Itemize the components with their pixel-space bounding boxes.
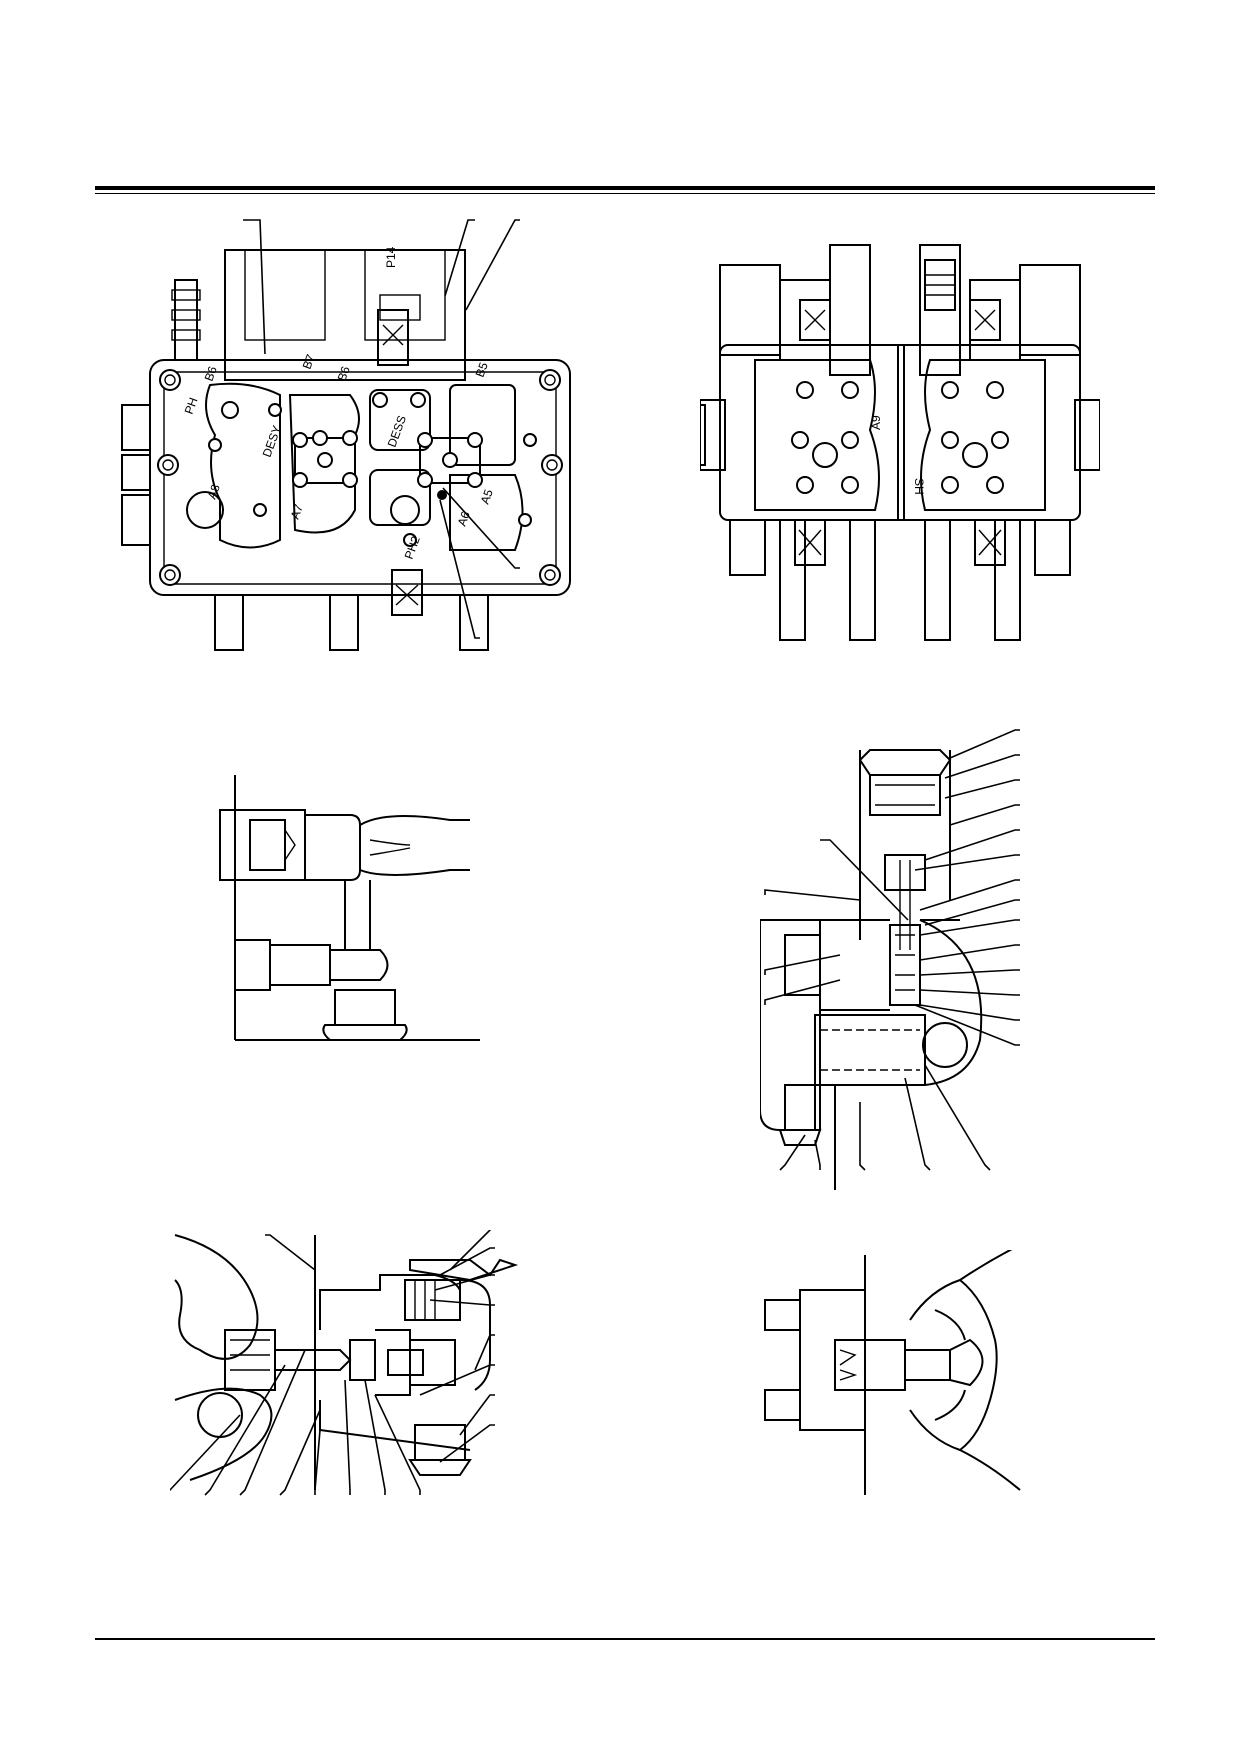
port-label-ph: PH	[182, 396, 201, 416]
port-label-a7: A7	[288, 502, 306, 521]
leader-line	[814, 1139, 821, 1170]
leader-line	[474, 1334, 495, 1371]
leader-line	[459, 1394, 495, 1436]
check-valve-section	[170, 1230, 560, 1500]
leader-line	[364, 1379, 386, 1495]
control-valve-side-view: A9 SH	[700, 230, 1100, 650]
pipe-detail-view	[210, 770, 490, 1060]
leader-line	[924, 1064, 991, 1171]
leader-line	[764, 979, 841, 1005]
port-label-b7: B7	[300, 352, 318, 371]
plug-section	[760, 1250, 1040, 1500]
leader-line	[919, 919, 1020, 936]
leader-line	[434, 1274, 495, 1291]
leader-line	[919, 1004, 1020, 1021]
leader-line	[919, 879, 1020, 911]
port-label-p14: P14	[384, 246, 398, 268]
port-label-b5: B5	[473, 360, 491, 379]
leader-line	[904, 1077, 931, 1171]
header-rule-thin	[95, 193, 1155, 194]
relief-valve-section	[760, 720, 1030, 1190]
leader-line	[764, 889, 861, 901]
port-label-a8: A8	[205, 482, 223, 501]
port-label-dess: DESS	[385, 414, 409, 450]
leader-line	[944, 754, 1020, 779]
port-label-b6-right: B6	[335, 364, 353, 383]
header-rule-thick	[95, 186, 1155, 190]
port-label-a9: A9	[869, 415, 883, 430]
leader-line	[314, 1429, 321, 1495]
leader-line	[429, 1299, 495, 1306]
leader-line	[439, 1247, 495, 1276]
leader-line	[243, 219, 266, 355]
leader-line	[914, 1004, 1020, 1046]
leader-line	[779, 1134, 806, 1171]
leader-line	[944, 779, 1020, 799]
leader-line	[949, 729, 1020, 759]
port-label-b6-left: B6	[202, 364, 220, 383]
leader-line	[419, 1364, 495, 1396]
leader-line	[924, 829, 1020, 861]
control-valve-front-view: P14 B6 PH B7 B6 DESY B5 DESS A8 A7 PH2 A…	[120, 210, 590, 655]
leader-line	[924, 899, 1020, 926]
leader-line	[442, 487, 520, 569]
port-label-a5: A5	[478, 487, 496, 506]
leader-line	[465, 219, 520, 311]
leader-line	[374, 1394, 421, 1495]
leader-line	[170, 1414, 241, 1492]
leader-line	[204, 1364, 286, 1496]
leader-line	[919, 989, 1020, 996]
leader-line	[444, 219, 475, 297]
port-label-a6: A6	[455, 509, 473, 528]
leader-line	[439, 1424, 495, 1463]
leader-line	[919, 969, 1020, 976]
port-label-sh: SH	[912, 478, 926, 495]
leader-line	[449, 1230, 492, 1271]
footer-rule	[95, 1638, 1155, 1640]
leader-line	[439, 499, 480, 639]
leader-line	[239, 1349, 306, 1496]
leader-line	[764, 954, 841, 975]
leader-line	[919, 944, 1020, 961]
leader-line	[820, 839, 909, 921]
leader-line	[344, 1379, 351, 1495]
leader-line	[859, 1102, 866, 1171]
leader-line	[914, 854, 1020, 871]
leader-line	[279, 1409, 321, 1496]
leader-line	[265, 1234, 316, 1271]
leader-line	[949, 804, 1020, 826]
